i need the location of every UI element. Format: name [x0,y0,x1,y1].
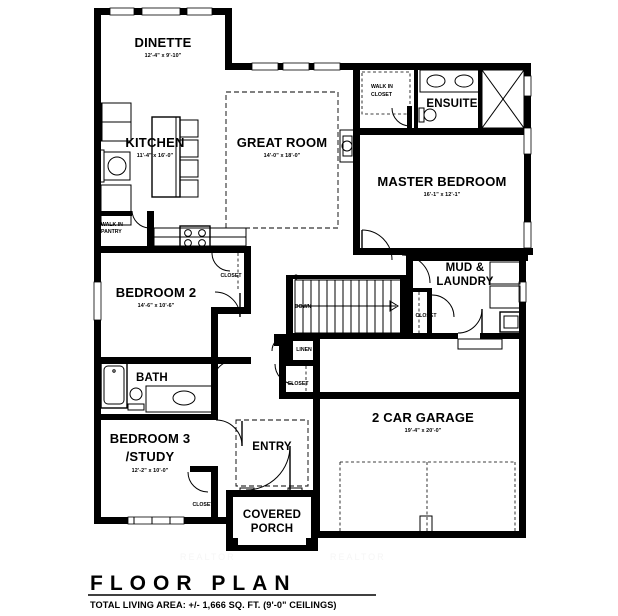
stairs-down-label: DOWN [295,304,312,310]
master-bedroom-label: MASTER BEDROOM [377,174,506,189]
closet-bedroom-3: CLOSET [187,471,217,516]
room-covered-porch: COVERED PORCH [228,509,316,549]
walk-in-pantry-label-line2: PANTRY [101,229,122,235]
great-room-dimensions: 14'-0" x 18'-0" [264,153,301,159]
closet-stair: CLOSET [415,292,455,336]
walk-in-pantry: WALK IN PANTRY [101,210,150,235]
page-title: FLOOR PLAN [90,572,297,595]
room-kitchen: KITCHEN 11'-4" x 16'-0" [97,102,247,249]
walk-in-pantry-label-line1: WALK IN [101,222,123,228]
great-room-label: GREAT ROOM [237,135,328,150]
walk-in-closet-label-line2: CLOSET [371,92,393,98]
page-subtitle: TOTAL LIVING AREA: +/- 1,666 SQ. FT. (9'… [90,600,337,610]
walk-in-closet-master: WALK IN CLOSET [361,71,412,128]
closet-bedroom-2-label: CLOSET [220,273,242,279]
mud-laundry-label-2: LAUNDRY [436,276,493,288]
ensuite-label: ENSUITE [426,98,477,110]
dinette-dimensions: 12'-4" x 9'-10" [145,53,182,59]
room-ensuite: ENSUITE [418,69,525,129]
stairs-down: DOWN [293,274,402,334]
bath-label: BATH [136,372,168,384]
watermark: REALTOR REALTOR [180,552,386,562]
mud-laundry-label-1: MUD & [446,262,485,274]
windows [93,7,532,525]
room-mud-laundry: MUD & LAUNDRY [401,254,523,350]
dinette-label: DINETTE [134,35,191,50]
bedroom-3-dimensions: 12'-2" x 10'-0" [132,468,169,474]
kitchen-dimensions: 11'-4" x 16'-0" [137,153,174,159]
closet-stair-label: CLOSET [415,313,437,319]
room-bedroom-3-study: BEDROOM 3 /STUDY 12'-2" x 10'-0" [110,419,243,474]
garage-dimensions: 19'-4" x 20'-0" [405,428,442,434]
walk-in-closet-label-line1: WALK IN [371,84,393,90]
room-garage: 2 CAR GARAGE 19'-4" x 20'-0" [339,410,516,533]
closet-hall-label: CLOSET [287,381,309,387]
room-bath: BATH [100,359,237,413]
entry-label: ENTRY [252,441,292,453]
linen-label: LINEN [296,347,312,353]
room-great-room: GREAT ROOM 14'-0" x 18'-0" [225,91,355,229]
closet-hall: CLOSET [274,363,309,398]
garage-label: 2 CAR GARAGE [372,410,474,425]
room-bedroom-2: BEDROOM 2 14'-6" x 10'-6" [116,285,241,318]
closet-bedroom-3-label: CLOSET [192,502,214,508]
closet-bedroom-2: CLOSET [211,252,242,290]
bedroom-3-label-2: /STUDY [126,449,175,464]
kitchen-label: KITCHEN [125,135,184,150]
svg-text:REALTOR: REALTOR [180,552,236,562]
bedroom-2-dimensions: 14'-6" x 10'-6" [138,303,175,309]
master-bedroom-dimensions: 16'-1" x 12'-1" [424,192,461,198]
covered-porch-label-2: PORCH [251,523,294,535]
closet-linen: LINEN [271,335,312,353]
room-entry: ENTRY [235,419,309,497]
title-block: FLOOR PLAN TOTAL LIVING AREA: +/- 1,666 … [88,572,376,610]
room-master-bedroom: MASTER BEDROOM 16'-1" x 12'-1" [361,174,506,261]
room-dinette: DINETTE 12'-4" x 9'-10" [134,35,191,59]
covered-porch-label-1: COVERED [243,509,301,521]
bedroom-2-label: BEDROOM 2 [116,285,197,300]
bedroom-3-label: BEDROOM 3 [110,431,191,446]
wall-structure [94,8,533,551]
svg-text:REALTOR: REALTOR [330,552,386,562]
